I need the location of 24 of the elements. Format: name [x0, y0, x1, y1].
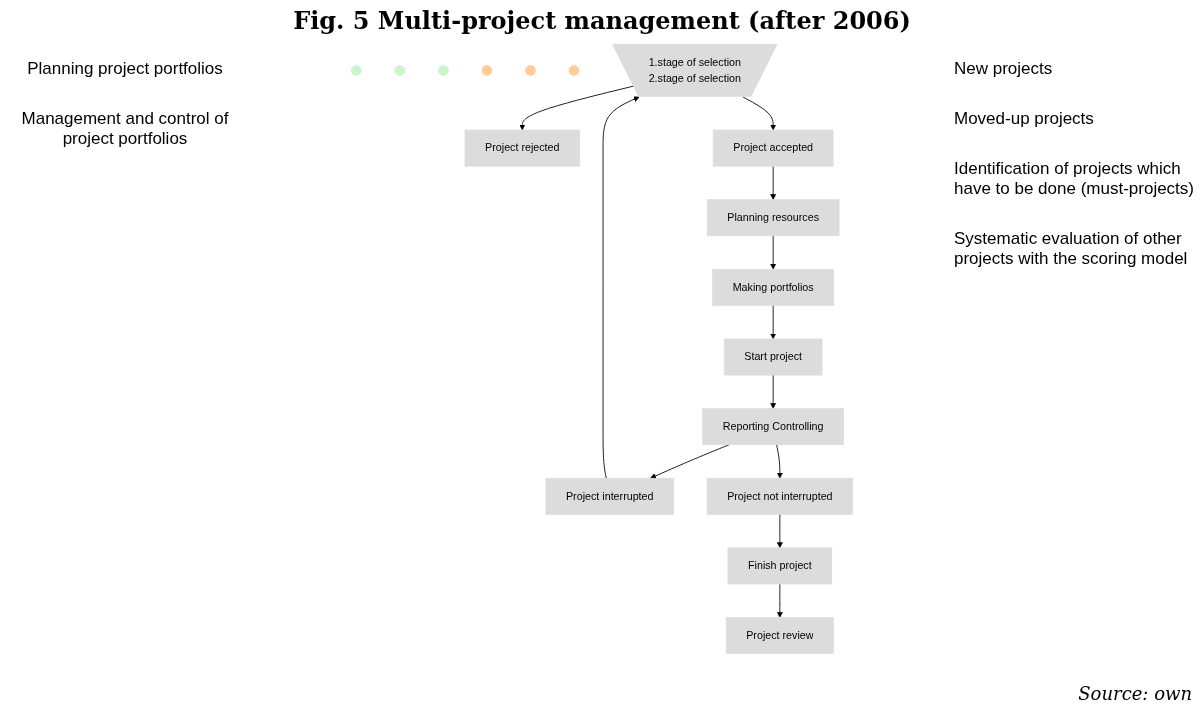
- node-circle: [351, 65, 362, 76]
- node-circle: [438, 65, 449, 76]
- node-box: Start project: [723, 338, 823, 376]
- node-box: Project not interrupted: [706, 477, 853, 515]
- node-box: Project review: [725, 617, 834, 654]
- node-circle: [525, 65, 536, 76]
- figure-title: Fig. 5 Multi-project management (after 2006): [292, 6, 912, 35]
- node-box: Finish project: [727, 547, 833, 585]
- node-box: Planning resources: [706, 199, 840, 237]
- note-text: Systematic evaluation of other projects with the scoring model: [954, 229, 1189, 269]
- note-text: New projects: [954, 59, 1054, 79]
- note-text: Moved-up projects: [954, 109, 1095, 129]
- node-box: Project accepted: [712, 129, 834, 167]
- node-box: Project interrupted: [545, 477, 674, 515]
- note-text: Identification of projects which have to be done (must-projects): [954, 159, 1195, 199]
- node-circle: [568, 65, 580, 76]
- node-box: Making portfolios: [712, 269, 835, 306]
- source-caption: Source: own: [1078, 683, 1192, 704]
- note-text: Management and control of project portfolios: [20, 109, 230, 149]
- node-box: Reporting Controlling: [702, 408, 844, 446]
- note-text: Planning project portfolios: [26, 59, 224, 79]
- node-circle: [481, 65, 493, 76]
- node-box: Project rejected: [464, 129, 580, 167]
- node-circle: [394, 65, 406, 76]
